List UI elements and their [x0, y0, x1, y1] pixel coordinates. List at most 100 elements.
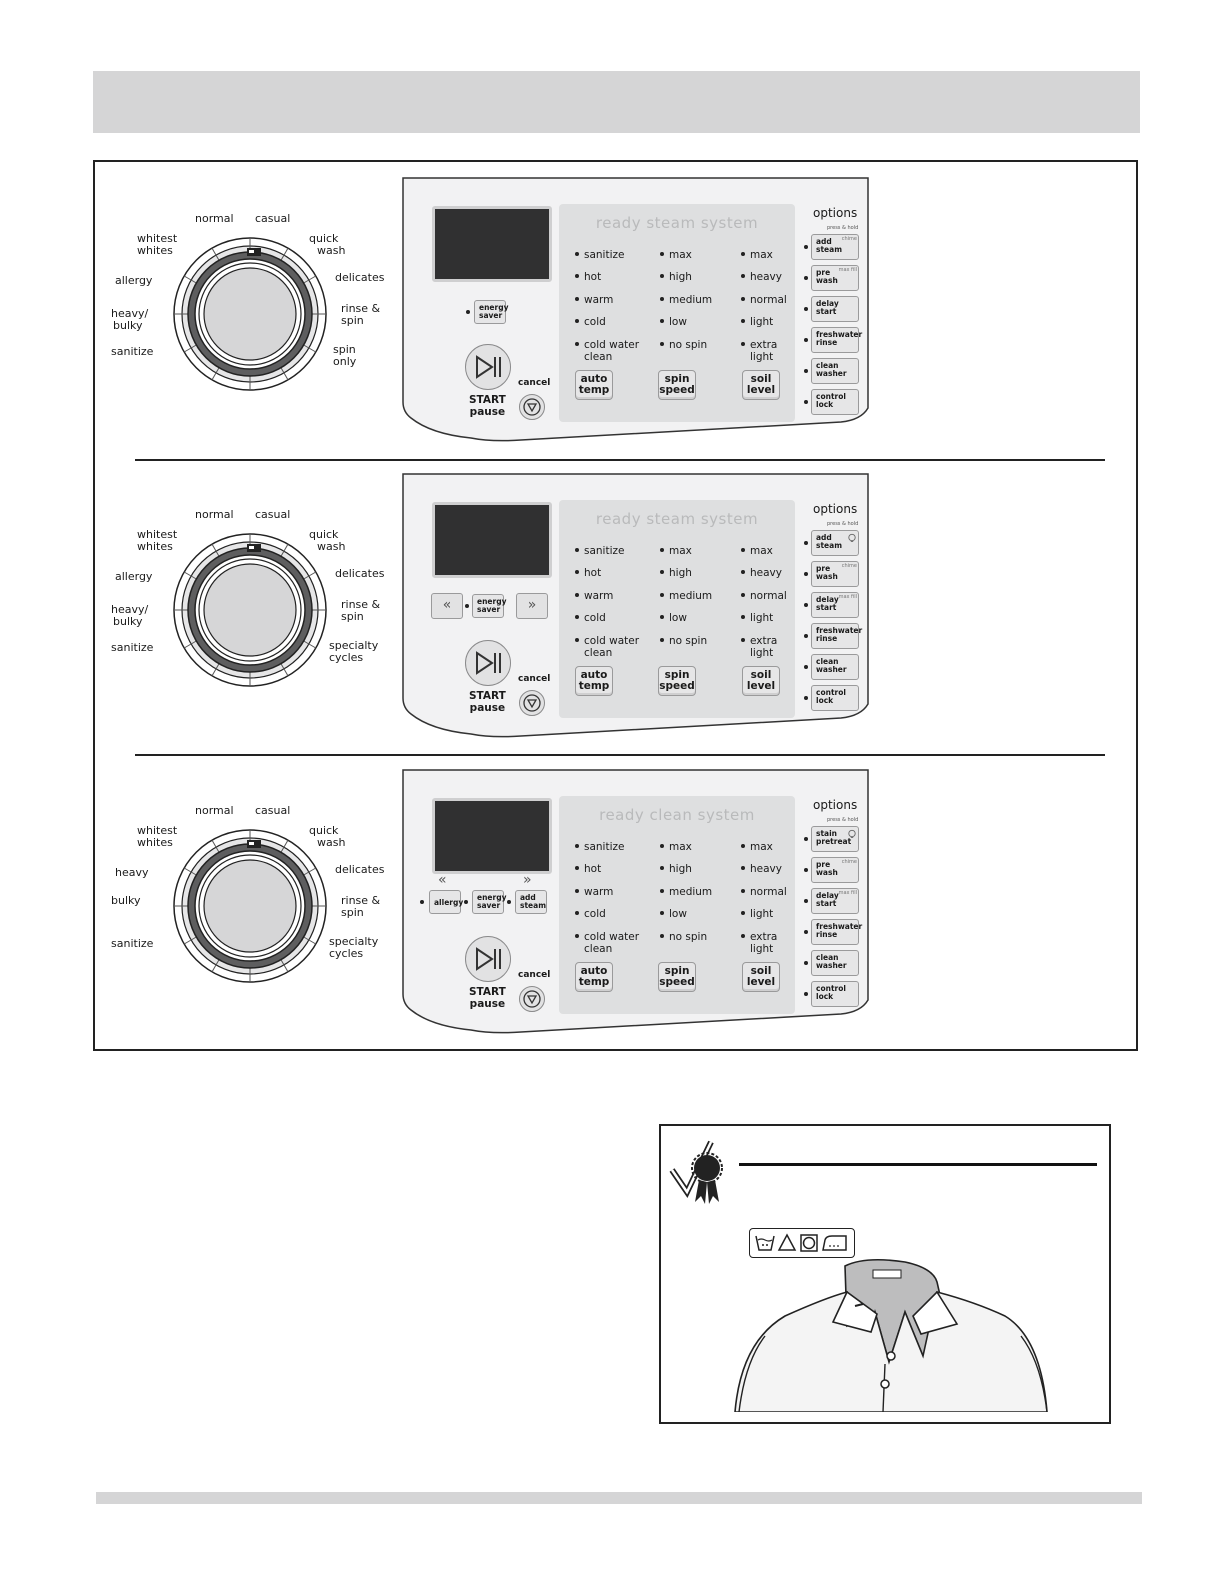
- setting-option[interactable]: sanitize: [575, 546, 624, 557]
- setting-option[interactable]: no spin: [660, 636, 707, 647]
- dial-label-left_b1: bulky: [111, 894, 141, 907]
- setting-option[interactable]: light: [750, 351, 774, 363]
- setting-option[interactable]: light: [741, 613, 773, 624]
- setting-option[interactable]: warm: [575, 591, 613, 602]
- tumble-dry-icon: [800, 1234, 818, 1252]
- setting-option[interactable]: light: [750, 943, 774, 955]
- setting-option[interactable]: high: [660, 864, 692, 875]
- previous-button[interactable]: «: [431, 593, 463, 619]
- setting-option[interactable]: hot: [575, 568, 601, 579]
- cancel-button[interactable]: [519, 690, 545, 716]
- next-button[interactable]: »: [516, 593, 548, 619]
- indicator-dot: [741, 319, 745, 323]
- allergy-button[interactable]: allergy: [429, 890, 463, 914]
- setting-option[interactable]: cold: [575, 317, 606, 328]
- setting-option[interactable]: heavy: [741, 272, 782, 283]
- setting-option[interactable]: no spin: [660, 340, 707, 351]
- setting-option[interactable]: max: [660, 546, 692, 557]
- cycle-selector-dial[interactable]: [173, 818, 327, 988]
- setting-option[interactable]: medium: [660, 887, 712, 898]
- indicator-dot: [804, 245, 808, 249]
- setting-option[interactable]: sanitize: [575, 250, 624, 261]
- cycle-selector-dial[interactable]: [173, 522, 327, 692]
- setting-option[interactable]: medium: [660, 591, 712, 602]
- setting-option[interactable]: max: [660, 842, 692, 853]
- setting-option[interactable]: warm: [575, 295, 613, 306]
- setting-option[interactable]: clean: [584, 647, 613, 659]
- setting-option[interactable]: extra: [741, 636, 777, 647]
- setting-option[interactable]: sanitize: [575, 842, 624, 853]
- setting-option[interactable]: max: [741, 250, 773, 261]
- setting-option[interactable]: high: [660, 568, 692, 579]
- setting-option[interactable]: extra: [741, 932, 777, 943]
- setting-option[interactable]: heavy: [741, 568, 782, 579]
- setting-option[interactable]: no spin: [660, 932, 707, 943]
- indicator-dot: [741, 548, 745, 552]
- setting-option[interactable]: max: [741, 546, 773, 557]
- setting-option[interactable]: hot: [575, 864, 601, 875]
- setting-option[interactable]: low: [660, 317, 687, 328]
- setting-option[interactable]: cold water: [575, 340, 639, 351]
- setting-option[interactable]: light: [750, 647, 774, 659]
- setting-option[interactable]: max: [660, 250, 692, 261]
- start-pause-button[interactable]: [465, 344, 511, 390]
- setting-option[interactable]: max: [741, 842, 773, 853]
- setting-option[interactable]: cold water: [575, 636, 639, 647]
- setting-option[interactable]: warm: [575, 887, 613, 898]
- setting-option[interactable]: light: [741, 317, 773, 328]
- setting-option[interactable]: normal: [741, 295, 787, 306]
- setting-option[interactable]: high: [660, 272, 692, 283]
- setting-option[interactable]: cold: [575, 909, 606, 920]
- setting-option-label: sanitize: [584, 545, 625, 557]
- setting-option[interactable]: light: [741, 909, 773, 920]
- cycle-selector-dial[interactable]: [173, 226, 327, 396]
- setting-option[interactable]: clean: [584, 943, 613, 955]
- cancel-button[interactable]: [519, 394, 545, 420]
- setting-option[interactable]: cold: [575, 613, 606, 624]
- start-pause-button[interactable]: [465, 936, 511, 982]
- setting-option[interactable]: cold water: [575, 932, 639, 943]
- setting-option-label: light: [750, 316, 774, 328]
- setting-option[interactable]: low: [660, 613, 687, 624]
- setting-option[interactable]: low: [660, 909, 687, 920]
- setting-option[interactable]: medium: [660, 295, 712, 306]
- setting-option[interactable]: extra: [741, 340, 777, 351]
- setting-option[interactable]: normal: [741, 591, 787, 602]
- setting-option[interactable]: hot: [575, 272, 601, 283]
- setting-option[interactable]: heavy: [741, 864, 782, 875]
- setting-option[interactable]: normal: [741, 887, 787, 898]
- start-pause-button[interactable]: [465, 640, 511, 686]
- cancel-button[interactable]: [519, 986, 545, 1012]
- setting-option[interactable]: clean: [584, 351, 613, 363]
